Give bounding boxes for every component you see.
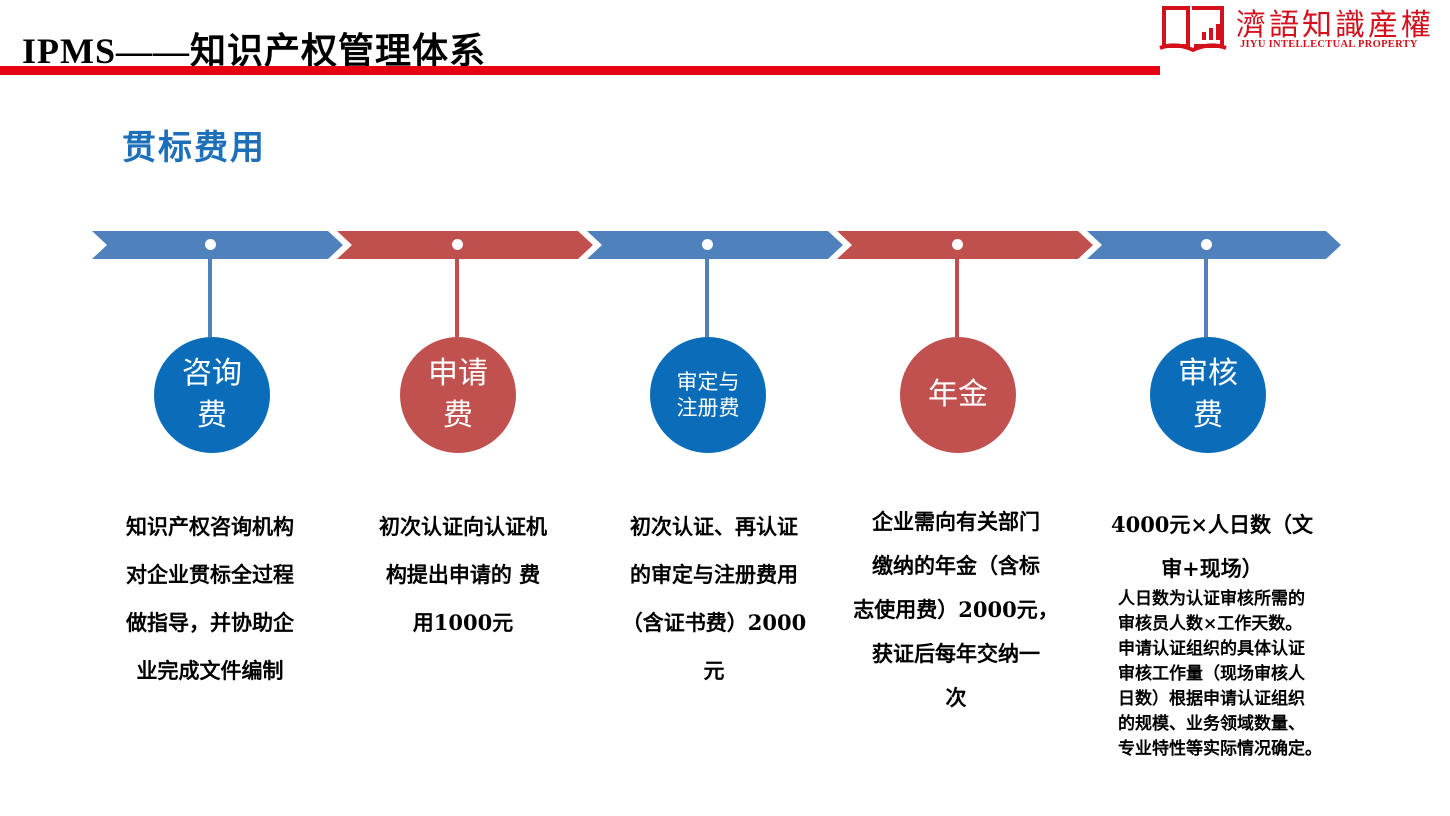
- fee-description: 初次认证、再认证 的审定与注册费用 （含证书费）2000 元: [621, 514, 807, 683]
- connector-line: [208, 245, 212, 337]
- timeline-arrows: [92, 231, 1341, 259]
- timeline-dot: [702, 239, 713, 250]
- timeline-chevron-3: [587, 231, 843, 259]
- page-header-title: IPMS——知识产权管理体系: [22, 31, 487, 71]
- timeline-chevron-2: [337, 231, 593, 259]
- fee-label: 年金: [928, 377, 988, 412]
- fee-circle-audit: 审核 费: [1150, 337, 1266, 453]
- fee-label: 审核 费: [1178, 356, 1238, 433]
- fee-circle-annual: 年金: [900, 337, 1016, 453]
- header-divider: [0, 66, 1160, 75]
- fee-circle-consulting: 咨询 费: [154, 337, 270, 453]
- fee-description: 4000元×人日数（文 审+现场）: [1110, 512, 1314, 581]
- company-logo: 濟語知識産權 JIYU INTELLECTUAL PROPERTY: [1158, 0, 1450, 58]
- timeline-chevron-4: [837, 231, 1093, 259]
- timeline-dot: [452, 239, 463, 250]
- fee-description: 企业需向有关部门 缴纳的年金（含标 志使用费）2000元， 获证后每年交纳一 次: [853, 509, 1059, 710]
- fee-label: 审定与 注册费: [676, 370, 740, 420]
- timeline-dot: [1201, 239, 1212, 250]
- connector-line: [955, 245, 959, 337]
- fee-note: 人日数为认证审核所需的 审核员人数×工作天数。 申请认证组织的具体认证 审核工作…: [1118, 589, 1322, 759]
- connector-line: [705, 245, 709, 337]
- logo-name: 濟語知識産權: [1236, 8, 1434, 43]
- fee-label: 申请 费: [428, 356, 488, 433]
- timeline-chevron-5: [1087, 231, 1341, 259]
- timeline-dot: [205, 239, 216, 250]
- connector-line: [1204, 245, 1208, 337]
- logo-subtitle: JIYU INTELLECTUAL PROPERTY: [1240, 39, 1418, 50]
- fee-description: 初次认证向认证机 构提出申请的 费 用1000元: [379, 514, 547, 635]
- timeline-chevron-1: [92, 231, 343, 259]
- connector-line: [455, 245, 459, 337]
- timeline-dot: [952, 239, 963, 250]
- fee-description: 知识产权咨询机构 对企业贯标全过程 做指导，并协助企 业完成文件编制: [126, 514, 294, 683]
- fee-label: 咨询 费: [182, 356, 242, 433]
- book-logo-icon: [1159, 6, 1227, 52]
- fee-circle-registration: 审定与 注册费: [650, 337, 766, 453]
- section-title: 贯标费用: [122, 128, 266, 168]
- fee-circle-application: 申请 费: [400, 337, 516, 453]
